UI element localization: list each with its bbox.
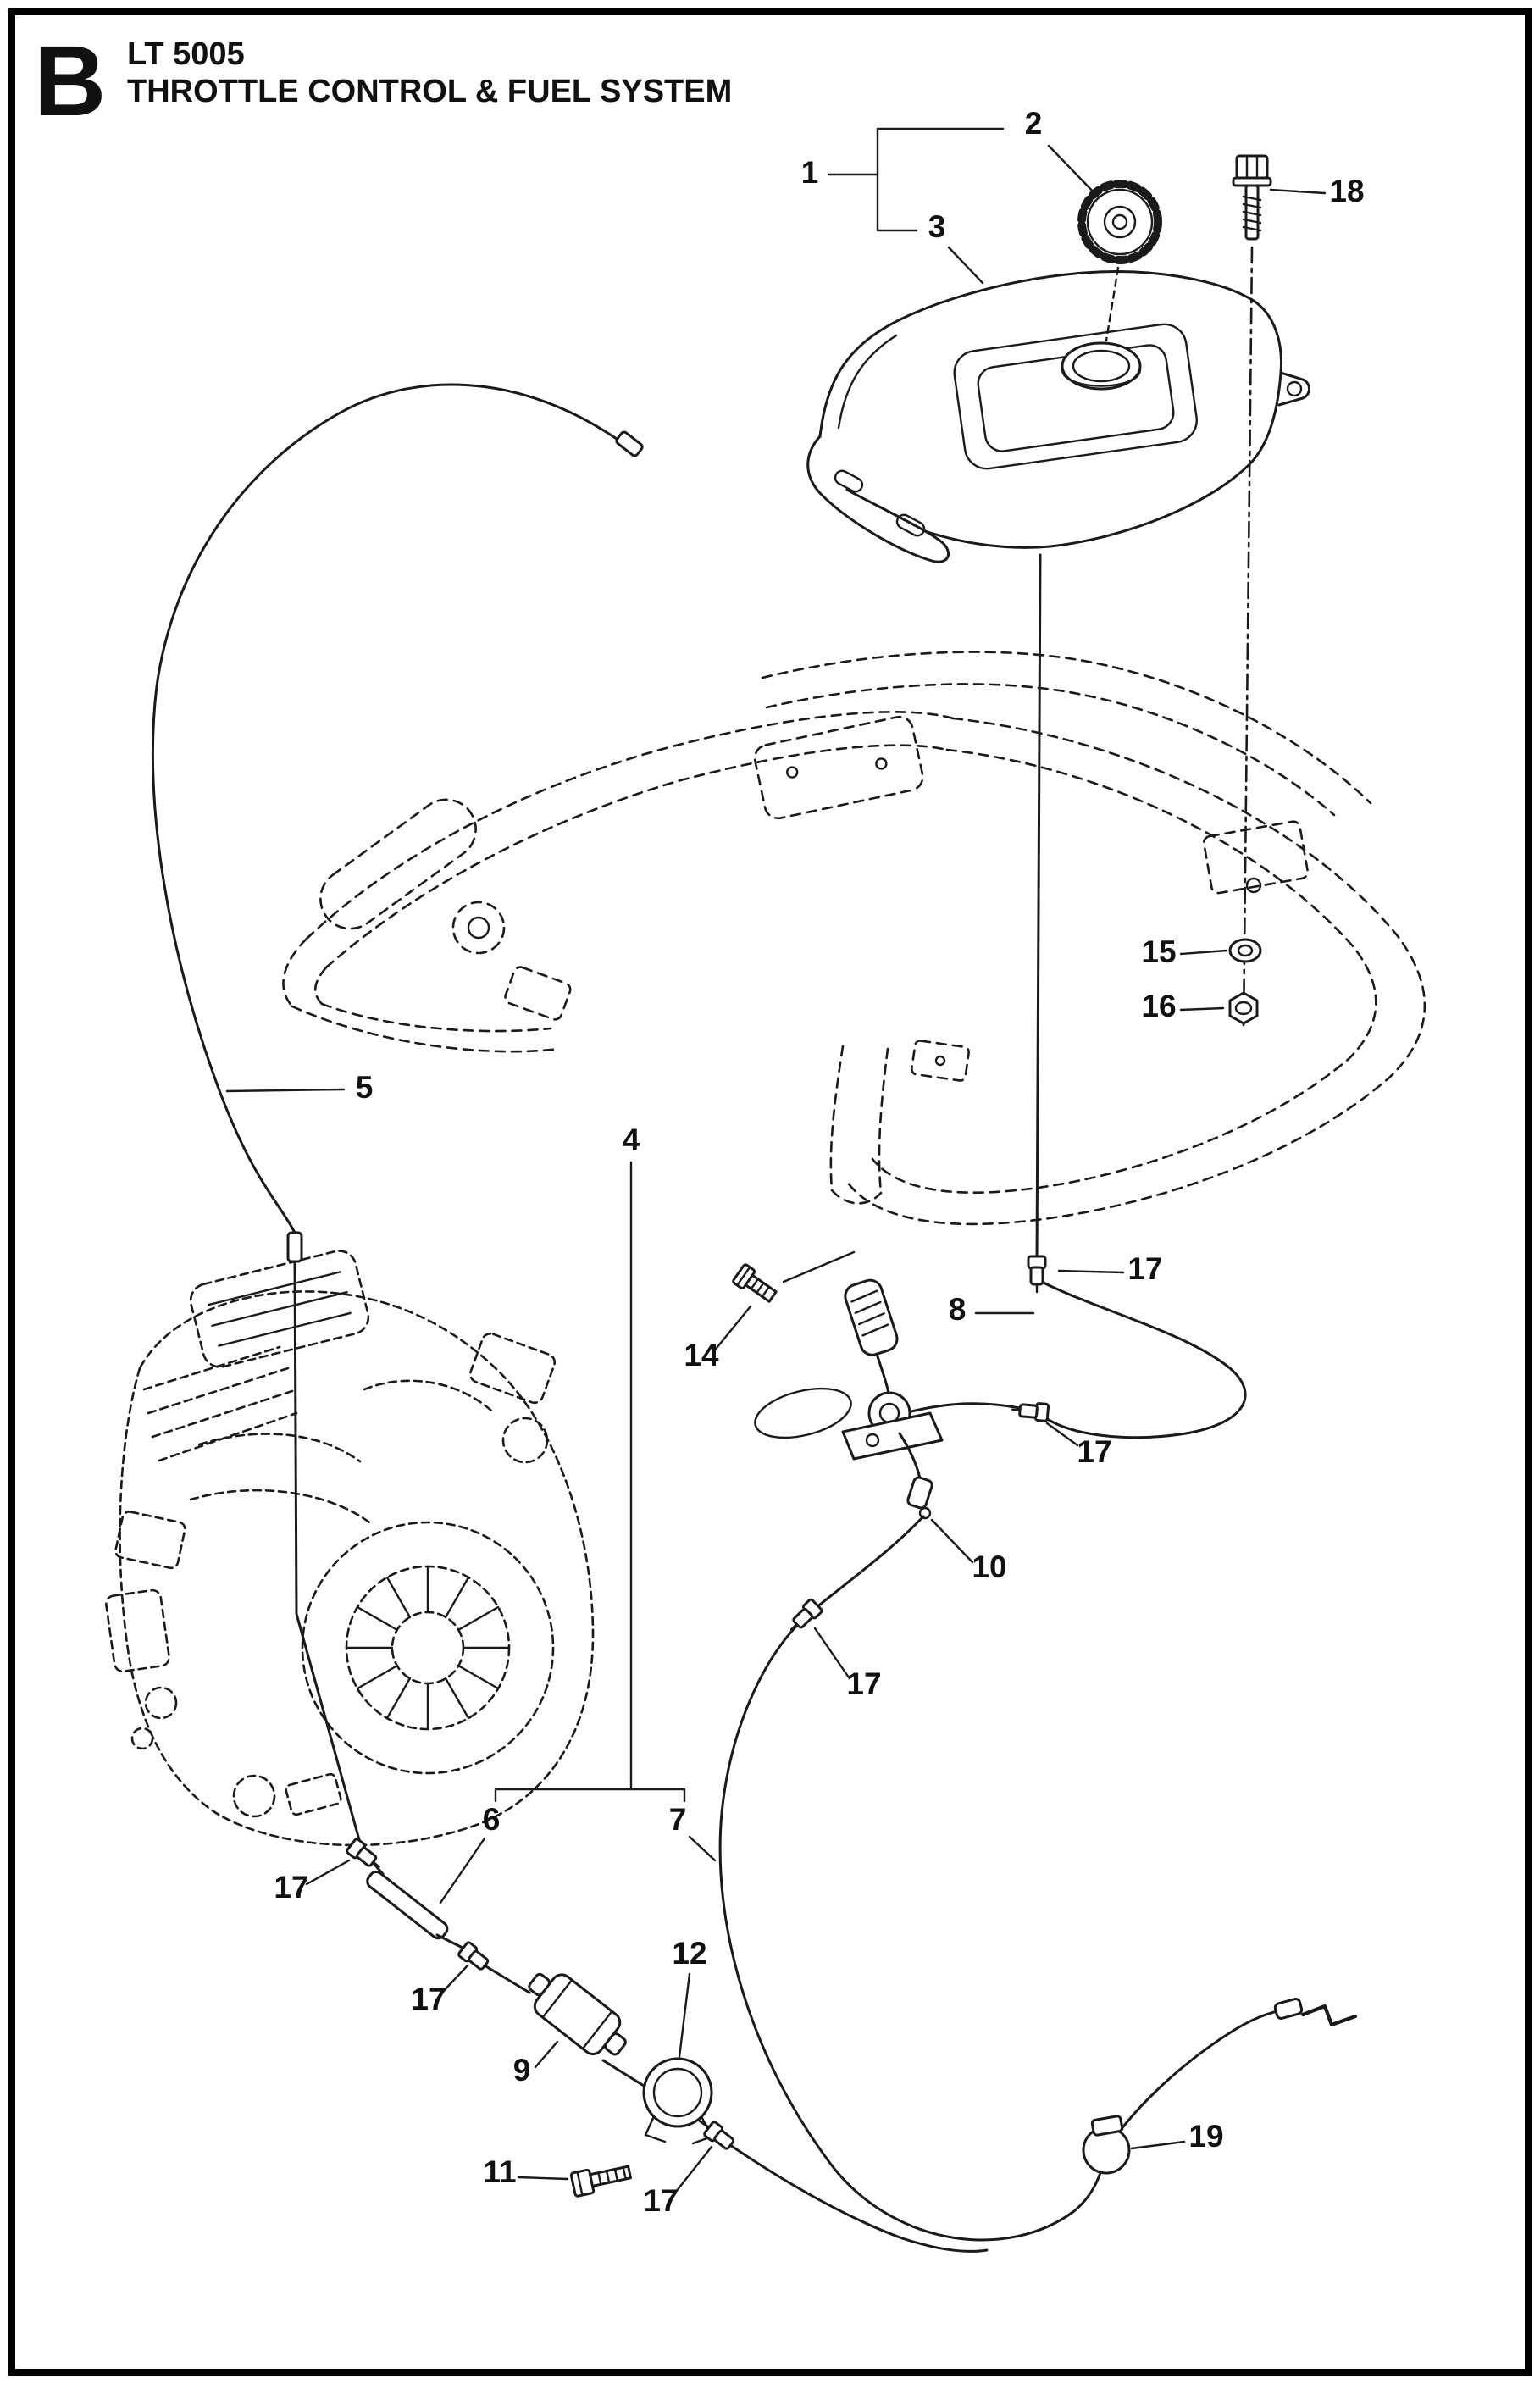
engine bbox=[105, 1250, 595, 1847]
page-title: THROTTLE CONTROL & FUEL SYSTEM bbox=[127, 74, 732, 109]
callout-14: 14 bbox=[684, 1338, 719, 1372]
callout-3: 3 bbox=[928, 209, 946, 244]
tank-mount-flange bbox=[806, 435, 950, 563]
washer-15 bbox=[1228, 938, 1262, 963]
bolt-assembly-line bbox=[1242, 246, 1254, 1031]
screw-14 bbox=[732, 1263, 778, 1303]
callout-15: 15 bbox=[1141, 934, 1176, 969]
callout-4: 4 bbox=[623, 1123, 640, 1157]
fuel-hose-8 bbox=[910, 553, 1247, 1439]
throttle-control bbox=[754, 1278, 944, 1520]
section-letter: B bbox=[34, 25, 106, 137]
clamp-17-e bbox=[456, 1940, 498, 1978]
model-label: LT 5005 bbox=[127, 36, 245, 72]
leader-lines bbox=[225, 127, 1327, 2198]
hose-clamp-19 bbox=[1082, 2115, 1131, 2175]
fuel-line-assembly bbox=[366, 1859, 989, 2253]
callout-5: 5 bbox=[356, 1070, 374, 1105]
cap-assembly-line bbox=[1105, 266, 1120, 342]
handlebar-frame bbox=[282, 651, 1426, 1226]
callout-8: 8 bbox=[949, 1292, 967, 1327]
callout-12: 12 bbox=[672, 1936, 706, 1971]
fuel-filter-9 bbox=[528, 1972, 627, 2056]
callout-17-e: 17 bbox=[411, 1982, 446, 2016]
grommet-12 bbox=[642, 2057, 713, 2145]
callout-11: 11 bbox=[483, 2154, 516, 2189]
callout-16: 16 bbox=[1141, 989, 1176, 1023]
cable-5 bbox=[151, 383, 644, 1854]
callout-17-a: 17 bbox=[1127, 1251, 1162, 1286]
fuel-line-6 bbox=[366, 1870, 449, 1940]
screw-alignment-line bbox=[782, 1250, 856, 1283]
clamp-17-a bbox=[1027, 1255, 1047, 1294]
callout-18: 18 bbox=[1329, 174, 1364, 208]
cable-end-barrel bbox=[1273, 1998, 1304, 2020]
cable-7 bbox=[718, 1515, 1358, 2242]
callout-2: 2 bbox=[1025, 106, 1043, 141]
page-border bbox=[8, 8, 1532, 2376]
fuel-cap bbox=[1077, 180, 1162, 342]
callout-6: 6 bbox=[483, 1802, 501, 1837]
header: B LT 5005 THROTTLE CONTROL & FUEL SYSTEM bbox=[34, 25, 732, 137]
clamp-17-b bbox=[1010, 1400, 1050, 1422]
blower-fins bbox=[345, 1565, 511, 1731]
fuel-tank bbox=[806, 270, 1310, 563]
callout-9: 9 bbox=[513, 2053, 531, 2087]
bolt-11 bbox=[569, 2165, 633, 2198]
callout-17-f: 17 bbox=[643, 2183, 678, 2218]
callout-17-c: 17 bbox=[846, 1666, 881, 1701]
callout-7: 7 bbox=[669, 1802, 687, 1837]
bolt-18 bbox=[1232, 154, 1272, 1031]
callout-17-b: 17 bbox=[1077, 1434, 1111, 1469]
cable-z-end bbox=[1300, 2004, 1358, 2027]
callout-17-d: 17 bbox=[274, 1870, 308, 1904]
nut-16 bbox=[1228, 991, 1259, 1025]
callout-1: 1 bbox=[801, 155, 819, 190]
mount-wire-loop bbox=[754, 1387, 852, 1439]
part-callouts: 1 2 3 18 15 16 5 4 8 17 14 17 10 17 6 7 … bbox=[274, 106, 1364, 2218]
callout-10: 10 bbox=[972, 1550, 1006, 1584]
callout-19: 19 bbox=[1188, 2119, 1223, 2154]
